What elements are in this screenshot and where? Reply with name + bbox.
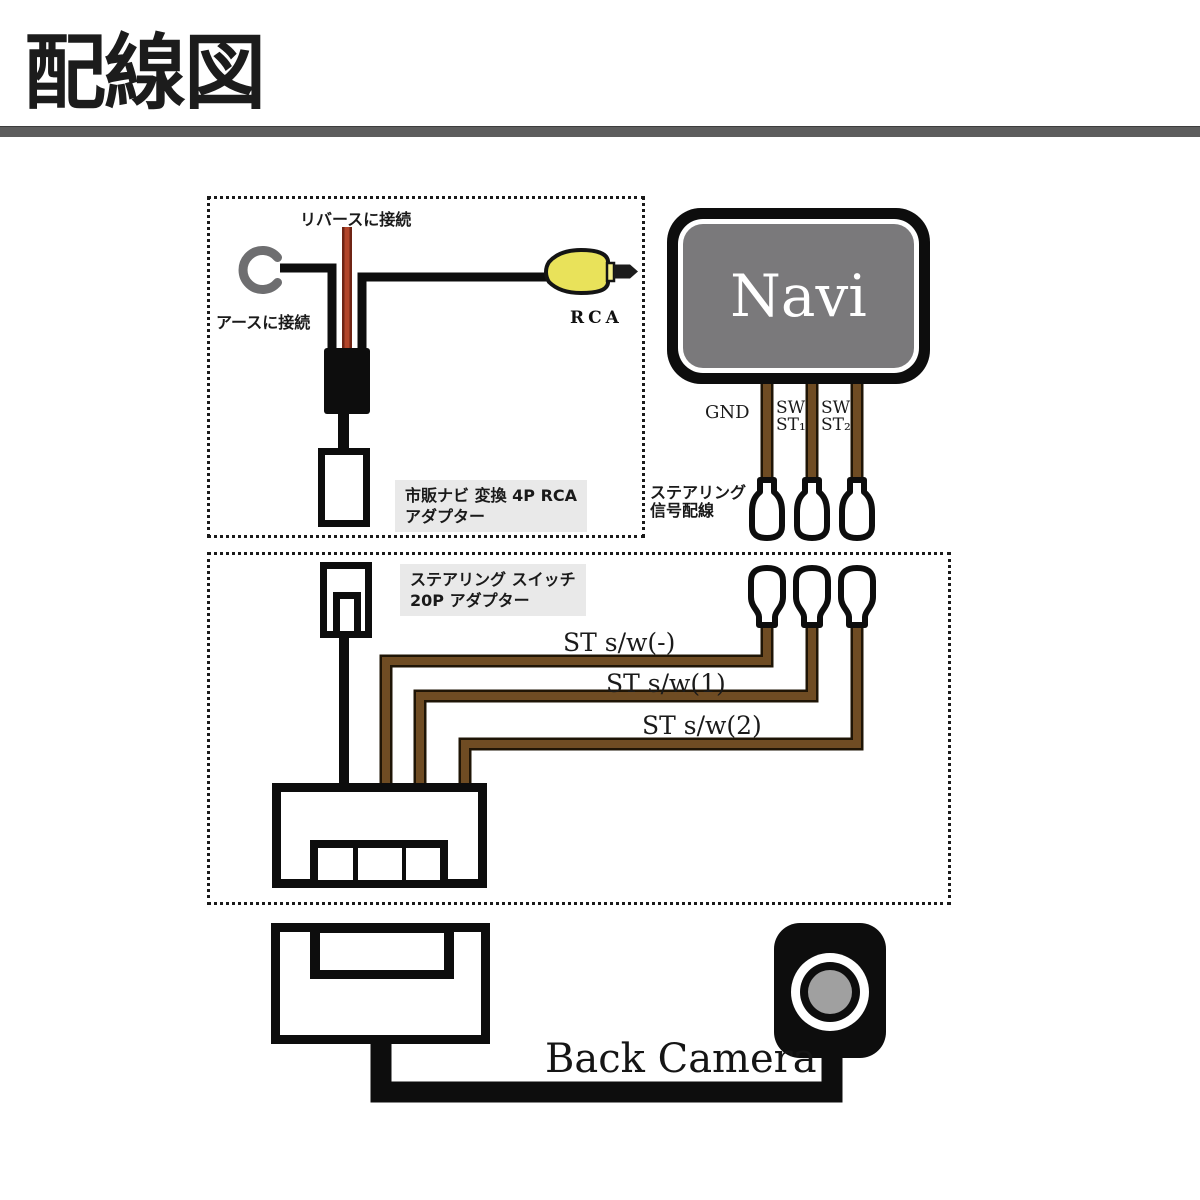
navi-pin-gnd-label: GND [705, 402, 750, 423]
steering-signal-label: ステアリング 信号配線 [650, 484, 746, 520]
navi-terminals [749, 477, 875, 541]
steering-adapter-group-box [207, 552, 951, 905]
rca-adapter-caption: 市販ナビ 変換 4P RCA アダプター [395, 480, 588, 532]
steering-adapter-connector-inner [333, 592, 361, 638]
sw-st2-line2: ST₂ [821, 415, 851, 435]
steering-signal-line1: ステアリング [650, 483, 747, 502]
sw-st2-line1: SW [821, 398, 851, 418]
wire-junction-box [324, 348, 370, 414]
rca-adapter-caption-line2: アダプター [405, 507, 486, 526]
notch-window [320, 933, 444, 970]
navi-pin-sw-st1-label: SW ST₁ [776, 400, 806, 434]
pin-cell [406, 848, 440, 880]
header-divider [0, 126, 1200, 137]
ground-connect-label: アースに接続 [216, 313, 311, 332]
wire-label-st-sw-2: ST s/w(2) [642, 711, 762, 740]
camera-connector-notch [310, 923, 454, 979]
camera-lens-ring [800, 962, 860, 1022]
steering-adapter-caption: ステアリング スイッチ 20P アダプター [400, 564, 586, 616]
steering-signal-line2: 信号配線 [650, 501, 715, 520]
back-camera-label: Back Camera [545, 1036, 817, 1082]
navi-unit: Navi [667, 208, 930, 384]
page-title: 配線図 [24, 25, 266, 121]
pin-cell [318, 848, 353, 880]
reverse-connect-label: リバースに接続 [300, 210, 412, 229]
rca-label: RCA [570, 308, 623, 328]
steering-adapter-caption-line2: 20P アダプター [410, 591, 530, 610]
back-camera-icon [774, 923, 886, 1058]
navi-bezel: Navi [678, 219, 919, 373]
rca-adapter-caption-line1: 市販ナビ 変換 4P RCA [405, 486, 578, 505]
navi-screen: Navi [683, 224, 914, 368]
camera-lens [808, 970, 852, 1014]
navi-pin-sw-st2-label: SW ST₂ [821, 400, 851, 434]
junction-stub [338, 412, 349, 450]
camera-lens-outer [791, 953, 869, 1031]
wire-label-st-sw-minus: ST s/w(-) [563, 628, 676, 657]
sw-st1-line1: SW [776, 398, 806, 418]
navi-label: Navi [730, 262, 867, 330]
20p-connector-pins [310, 840, 448, 888]
sw-st1-line2: ST₁ [776, 415, 806, 435]
wire-label-st-sw-1: ST s/w(1) [606, 669, 726, 698]
rca-adapter-connector [318, 448, 370, 527]
steering-adapter-caption-line1: ステアリング スイッチ [410, 570, 576, 589]
rca-adapter-group-box [207, 196, 645, 538]
pin-cell [358, 848, 402, 880]
